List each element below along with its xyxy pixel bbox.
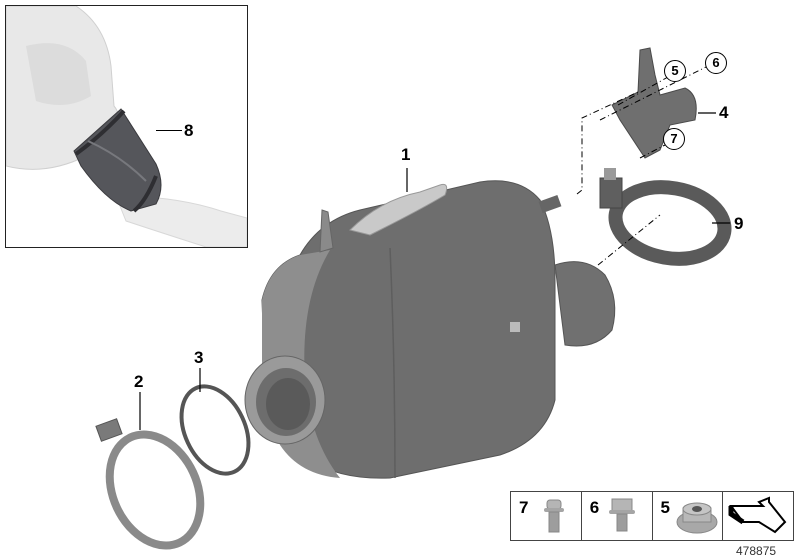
leader-line-8 xyxy=(156,130,182,131)
figure-number: 478875 xyxy=(736,544,777,558)
callout-7-circled: 7 xyxy=(663,128,685,150)
legend-num-5: 5 xyxy=(660,498,670,517)
legend-cell-6: 6 xyxy=(582,492,653,540)
inset-sleeve-illustration xyxy=(6,6,247,247)
canister-part-1 xyxy=(244,180,616,479)
legend-cell-arrow xyxy=(723,492,793,540)
strap-clamp-part-9 xyxy=(599,168,732,266)
legend-cell-5: 5 xyxy=(653,492,724,540)
callout-4: 4 xyxy=(719,103,729,122)
legend-num-6: 6 xyxy=(589,498,600,517)
direction-arrow-icon xyxy=(728,496,787,534)
legend-cell-7: 7 xyxy=(511,492,582,540)
callout-6-circled: 6 xyxy=(705,52,727,74)
callout-5-circled: 5 xyxy=(664,60,686,82)
callout-3: 3 xyxy=(194,348,204,367)
callout-2: 2 xyxy=(134,372,144,391)
inset-detail-box: 8 xyxy=(5,5,248,248)
legend-num-7: 7 xyxy=(519,498,529,517)
torx-flange-bolt-icon xyxy=(544,499,564,533)
hex-flange-bolt-icon xyxy=(608,498,635,532)
callout-8: 8 xyxy=(184,121,194,140)
fastener-legend: 7 6 5 xyxy=(510,491,794,541)
bracket-part-4 xyxy=(611,47,697,159)
gasket-part-3 xyxy=(179,384,251,476)
hex-flange-nut-icon xyxy=(676,502,717,534)
clamp-part-2 xyxy=(95,418,205,550)
callout-1: 1 xyxy=(401,145,411,164)
callout-9: 9 xyxy=(734,214,744,233)
